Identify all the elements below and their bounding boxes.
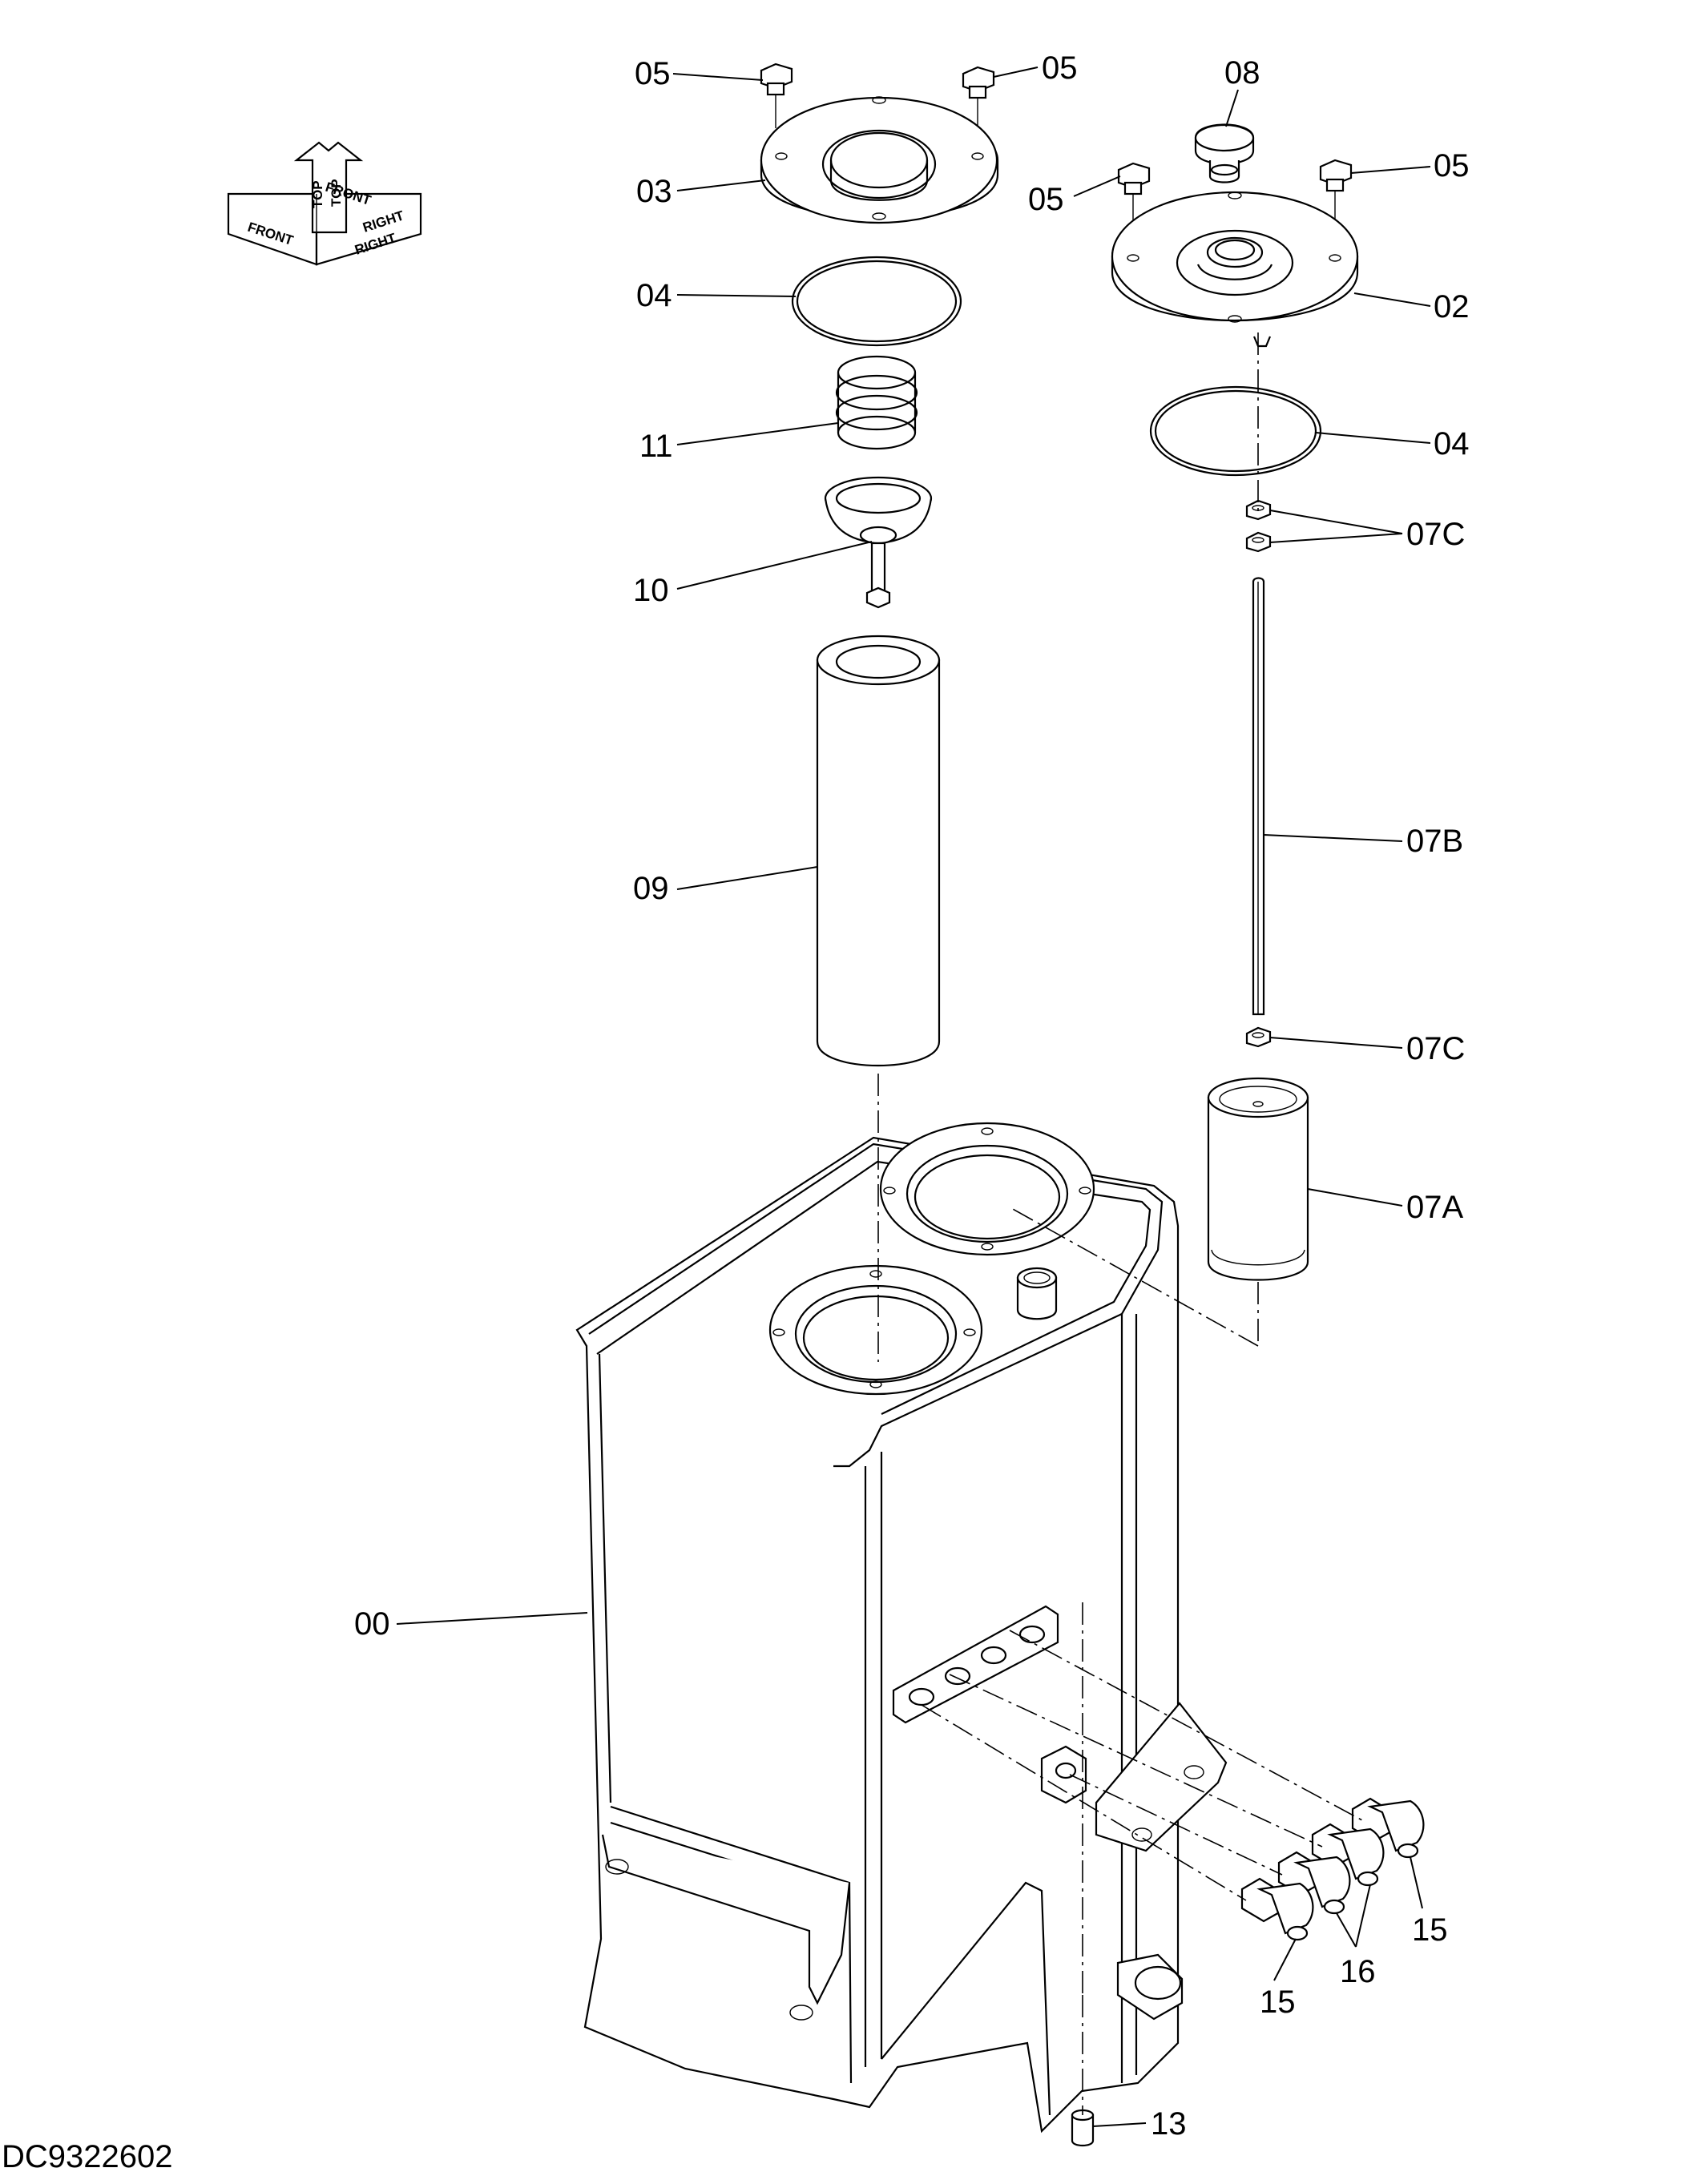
callout-15-right: 15 — [1412, 1912, 1448, 1948]
callout-11: 11 — [639, 429, 673, 464]
orientation-marker: FRONT FRONT TOP TOP RIGHT RIGHT — [227, 141, 422, 266]
bolt-05-right-a — [1117, 162, 1151, 240]
o-ring-04-left — [791, 256, 962, 347]
callout-07a: 07A — [1406, 1190, 1463, 1225]
cover-plate-03 — [760, 96, 999, 224]
callout-00: 00 — [354, 1606, 390, 1642]
orientation-top-label: TOP — [310, 180, 325, 208]
drain-plug-13 — [1071, 2109, 1095, 2147]
orientation-top-label-alt: TOP — [329, 179, 344, 207]
callout-04-right: 04 — [1434, 426, 1470, 461]
callout-08: 08 — [1224, 55, 1260, 91]
bolt-05-right-b — [1319, 159, 1353, 240]
callout-15-left: 15 — [1260, 1985, 1296, 2020]
callout-05-right-b: 05 — [1434, 148, 1470, 183]
tie-rod-07b — [1252, 577, 1265, 1016]
filler-cap-08 — [1194, 123, 1255, 183]
elbow-fitting-16-lower — [1277, 1851, 1351, 1915]
assembly-centerlines — [877, 332, 1363, 2115]
callout-07c-lower: 07C — [1406, 1031, 1465, 1066]
bypass-valve-10 — [824, 476, 933, 609]
callout-13: 13 — [1151, 2106, 1187, 2142]
callout-labels: 05 05 08 03 05 05 02 04 04 11 07C 10 07B… — [354, 50, 1470, 2142]
elbow-fitting-15-lower — [1240, 1877, 1314, 1941]
nut-07c-lower — [1245, 1026, 1272, 1048]
nut-07c-upper-b — [1245, 531, 1272, 553]
callout-05-top-right: 05 — [1042, 50, 1078, 86]
cover-plate-02 — [1111, 191, 1359, 348]
callout-07b: 07B — [1406, 824, 1463, 859]
filter-element-07a — [1207, 1077, 1309, 1281]
drawing-id: DC9322602 — [2, 2139, 173, 2174]
callout-09: 09 — [633, 871, 669, 906]
callout-07c-upper: 07C — [1406, 517, 1465, 552]
spring-11 — [835, 355, 918, 450]
callout-03: 03 — [636, 174, 672, 209]
bolt-05-left-b — [962, 66, 995, 136]
callout-16: 16 — [1340, 1954, 1376, 1989]
o-ring-04-right — [1149, 385, 1322, 477]
callout-10: 10 — [633, 573, 669, 608]
leader-lines — [396, 66, 1431, 2127]
tank-body-00 — [575, 1122, 1228, 2134]
elbow-fitting-16-upper — [1311, 1823, 1385, 1887]
callout-02: 02 — [1434, 289, 1470, 324]
callout-04-left: 04 — [636, 278, 672, 313]
filter-element-09 — [816, 635, 941, 1067]
bolt-05-left-a — [760, 62, 793, 128]
callout-05-top-left: 05 — [635, 56, 671, 91]
callout-05-right-a: 05 — [1028, 182, 1064, 217]
